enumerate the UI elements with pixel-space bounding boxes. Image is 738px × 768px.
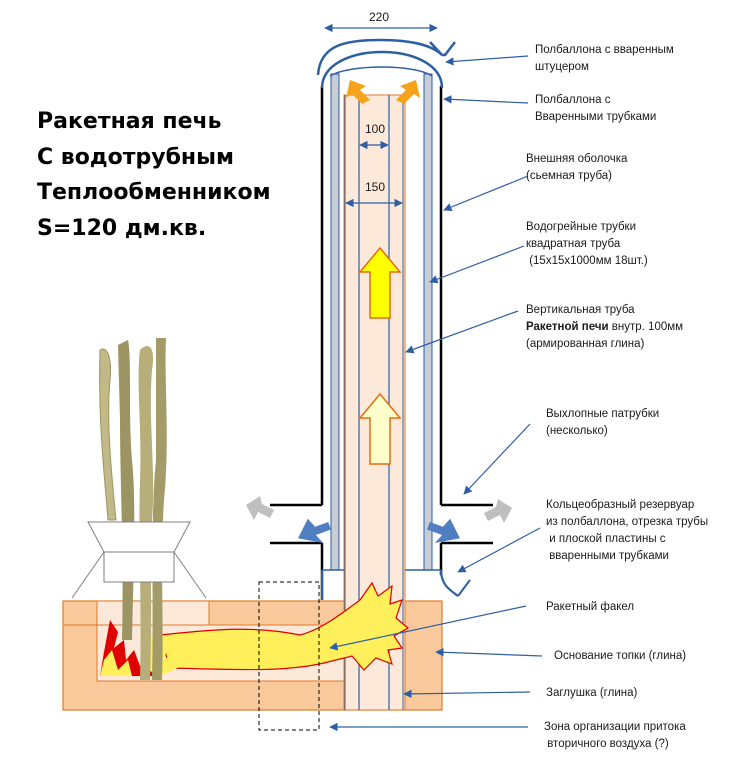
title-line: С водотрубным <box>37 144 235 170</box>
label-lower-header: Кольцеобразный резервуар из полбаллона, … <box>546 499 709 562</box>
label-flame: Ракетный факел <box>546 601 635 613</box>
label-water-tubes: Водогрейные трубки квадратная труба (15х… <box>526 221 648 267</box>
callout-lines <box>329 55 543 732</box>
label-exhaust: Выхлопные патрубки (несколько) <box>546 408 660 437</box>
title-line: S=120 дм.кв. <box>37 215 207 241</box>
firewood <box>71 338 207 680</box>
label-riser: Вертикальная труба Ракетной печи внутр. … <box>526 304 684 350</box>
label-upper-header: Полбаллона с Вваренными трубками <box>535 94 657 123</box>
exhaust-arrow-left <box>246 496 274 520</box>
label-plug: Заглушка (глина) <box>546 687 638 699</box>
riser-bold-prefix: Ракетной печи <box>526 321 609 333</box>
hot-gas-arrow-lower <box>358 392 402 465</box>
secondary-air-zone <box>258 581 320 731</box>
flow-arrows <box>246 80 512 543</box>
dimension-inner-riser: 100 <box>365 122 386 136</box>
label-outer-shell: Внешняя оболочка (сьемная труба) <box>526 153 628 182</box>
inflow-arrow-left <box>297 518 331 543</box>
hot-gas-arrow-upper <box>358 246 402 319</box>
diagram-title: Ракетная печь С водотрубным Теплообменни… <box>37 104 271 246</box>
title-line: Теплообменником <box>37 180 271 205</box>
label-top-cap: Полбаллона с вваренным штуцером <box>535 44 674 73</box>
label-secondary-air: Зона организации притока вторичного возд… <box>544 721 686 750</box>
top-cap <box>316 38 456 89</box>
label-firebox-base: Основание топки (глина) <box>554 650 687 662</box>
exhaust-arrow-right <box>484 499 512 523</box>
title-line: Ракетная печь <box>37 109 222 134</box>
lower-header <box>321 569 471 600</box>
top-arrow-left <box>346 80 370 104</box>
inflow-arrow-right <box>427 518 461 543</box>
dimension-riser-outer: 150 <box>365 180 386 194</box>
dimension-outer-top: 220 <box>369 10 390 24</box>
top-arrow-right <box>396 80 420 104</box>
dimension-lines <box>324 23 438 208</box>
